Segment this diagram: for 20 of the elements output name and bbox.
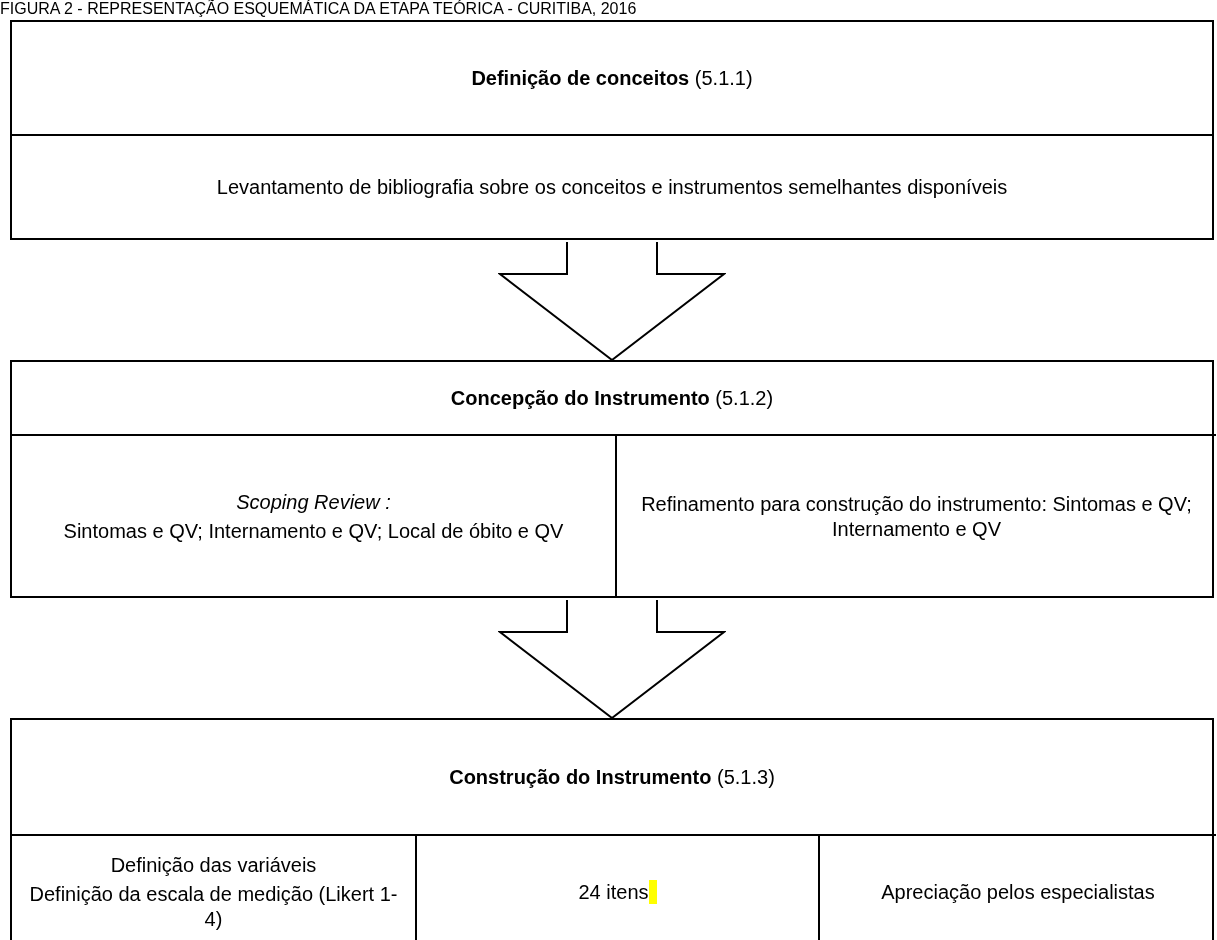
cell-text: Apreciação pelos especialistas — [881, 879, 1155, 905]
cell-text: 24 itens — [578, 879, 649, 905]
block-arrow — [498, 241, 726, 362]
cell-text: Sintomas e QV; Internamento e QV; Local de óbito e QV — [63, 519, 564, 544]
box-heading: Concepção do Instrumento (5.1.2) — [450, 386, 774, 411]
table-cell — [12, 434, 617, 598]
box-heading: Definição de conceitos (5.1.1) — [471, 66, 753, 91]
process-box — [10, 20, 1214, 240]
cell-text: Refinamento para construção do instrumento: Sintomas e QV; Internamento e QV — [640, 492, 1193, 542]
cell-heading: Scoping Review : — [236, 490, 391, 515]
cell-text: Definição da escala de medição (Likert 1-4) — [28, 881, 399, 932]
box-heading: Construção do Instrumento (5.1.3) — [449, 765, 775, 790]
table-cell — [417, 834, 820, 940]
cell-text: Definição das variáveis — [110, 852, 317, 878]
box-body: Levantamento de bibliografia sobre os conceitos e instrumentos semelhantes disponíveis — [216, 175, 1008, 200]
process-box — [10, 360, 1214, 598]
table-cell — [12, 834, 417, 940]
figure-title: FIGURA 2 - REPRESENTAÇÃO ESQUEMÁTICA DA ETAPA TEÓRICA - CURITIBA, 2016 — [0, 0, 637, 18]
block-arrow — [498, 599, 726, 720]
process-box — [10, 718, 1214, 940]
